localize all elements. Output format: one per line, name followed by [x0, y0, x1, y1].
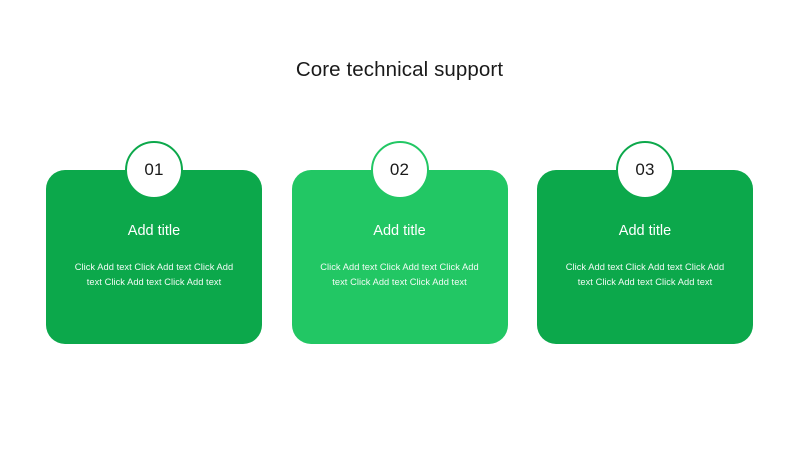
card-03[interactable]: 03 Add title Click Add text Click Add te… [537, 141, 753, 344]
card-badge-02: 02 [370, 141, 429, 199]
card-badge-03: 03 [616, 141, 674, 199]
card-title-02: Add title [373, 223, 426, 239]
card-title-03: Add title [618, 223, 672, 239]
card-body-01: Click Add text Click Add text Click Add … [74, 262, 234, 287]
card-title-01: Add title [127, 223, 181, 239]
page-title: Core technical support [295, 58, 504, 81]
card-02[interactable]: 02 Add title Click Add text Click Add te… [291, 141, 508, 344]
card-body-03: Click Add text Click Add text Click Add … [565, 262, 725, 287]
card-badge-01: 01 [125, 141, 183, 199]
card-body-02: Click Add text Click Add text Click Add … [320, 262, 479, 287]
card-01[interactable]: 01 Add title Click Add text Click Add te… [46, 141, 262, 344]
cards-row: 01 Add title Click Add text Click Add te… [46, 141, 753, 344]
